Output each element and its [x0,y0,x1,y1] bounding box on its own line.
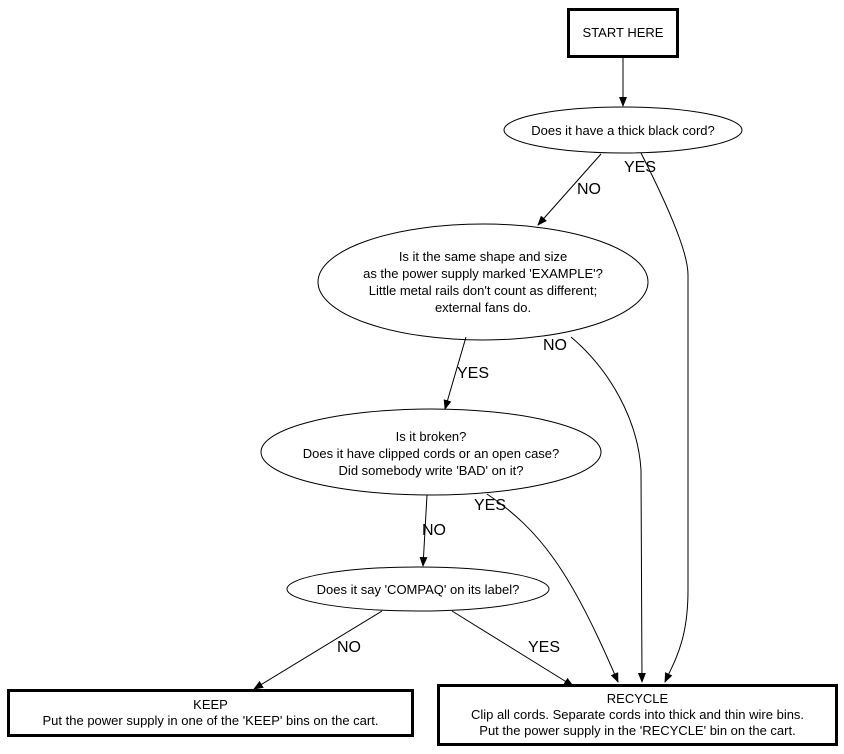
q4-text: Does it say 'COMPAQ' on its label? [316,581,520,597]
decision-q4: Does it say 'COMPAQ' on its label? [287,579,549,599]
q2-line-3: Little metal rails don't count as differ… [368,283,598,298]
edge-label-q3-yes: YES [474,497,507,514]
decision-q1-shape [503,106,743,154]
q2-line-4: external fans do. [434,300,532,315]
recycle-instruction-2: Put the power supply in the 'RECYCLE' bi… [479,723,796,738]
decision-q2-shape [317,223,649,341]
start-node: START HERE [567,8,679,58]
edge-q4-keep [253,610,383,690]
edge-label-q4-yes: YES [528,639,561,656]
edge-label-q1-no: NO [577,181,601,198]
recycle-title: RECYCLE [606,691,669,706]
q2-line-2: as the power supply marked 'EXAMPLE'? [363,266,603,281]
decision-q1: Does it have a thick black cord? [504,120,742,140]
edge-q3-recycle [486,493,619,683]
keep-instruction: Put the power supply in one of the 'KEEP… [42,713,379,728]
q3-line-2: Does it have clipped cords or an open ca… [302,445,560,461]
recycle-node: RECYCLE Clip all cords. Separate cords i… [437,684,838,746]
start-label: START HERE [582,25,664,40]
edge-label-q1-yes: YES [624,159,657,176]
edge-label-q2-no: NO [543,337,567,354]
edge-q1-recycle [640,152,689,683]
edge-label-q2-yes: YES [457,365,490,382]
edge-q2-recycle [570,336,646,683]
q3-line-3: Did somebody write 'BAD' on it? [338,462,524,478]
q1-text: Does it have a thick black cord? [531,122,715,138]
edge-q4-recycle [451,610,574,687]
edge-q2-q3 [443,336,467,410]
edge-q1-q2 [537,153,602,226]
q2-line-1: Is it the same shape and size [398,249,568,264]
recycle-instruction-1: Clip all cords. Separate cords into thic… [470,707,805,722]
decision-q2: Is it the same shape and size as the pow… [318,246,648,318]
decision-q3: Is it broken? Does it have clipped cords… [261,426,601,480]
q3-line-1: Is it broken? [395,428,467,444]
edge-label-q4-no: NO [337,639,361,656]
edge-q3-q4 [419,494,428,567]
edge-label-q3-no: NO [422,522,446,539]
keep-node: KEEP Put the power supply in one of the … [7,689,414,737]
decision-q3-shape [260,408,602,496]
keep-title: KEEP [193,697,228,712]
decision-q4-shape [286,566,550,612]
